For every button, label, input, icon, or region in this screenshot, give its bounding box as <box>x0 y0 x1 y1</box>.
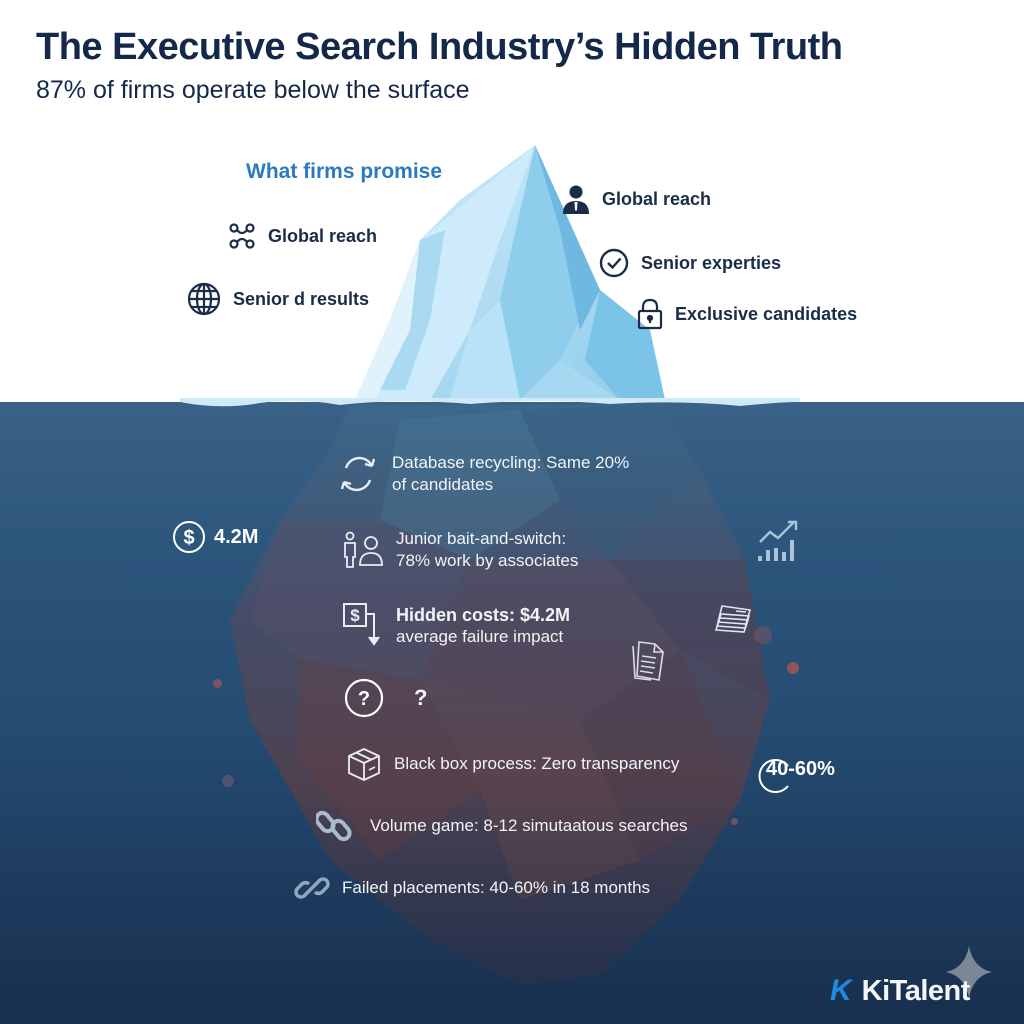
network-nodes-icon <box>229 223 255 249</box>
hidden-item-line2: average failure impact <box>396 627 564 646</box>
hidden-item-line1: ? <box>414 685 428 710</box>
promise-label: Global reach <box>268 225 378 246</box>
stat-failure-rate: 40-60% <box>758 758 835 793</box>
hidden-item-line2: 78% work by associates <box>396 551 579 570</box>
promise-heading: What firms promise <box>246 160 443 183</box>
hidden-item-line2: of candidates <box>392 475 494 494</box>
decor-bubble <box>754 626 772 644</box>
globe-icon <box>187 282 221 316</box>
hidden-item-unknown: ? ? <box>344 678 427 718</box>
people-swap-icon <box>344 531 383 568</box>
document-icon <box>632 641 664 681</box>
sparkle-star-icon <box>946 946 992 998</box>
circle-arc-icon <box>758 759 789 793</box>
check-circle-icon <box>599 248 629 278</box>
promise-label: Senior experties <box>641 252 782 273</box>
stat-value: 40-60% <box>766 758 835 780</box>
refresh-cycle-icon <box>340 456 376 492</box>
hidden-item-failed-placements: Failed placements: 40-60% in 18 months <box>294 870 650 906</box>
stacked-documents-icon <box>714 605 752 633</box>
page-title: The Executive Search Industry’s Hidden T… <box>36 26 843 68</box>
promise-item-senior-results: Senior d results <box>187 282 369 316</box>
question-circle-icon: ? <box>344 678 384 718</box>
svg-text:$: $ <box>350 606 360 625</box>
page-subtitle: 87% of firms operate below the surface <box>36 76 470 104</box>
hidden-item-database-recycling: Database recycling: Same 20% of candidat… <box>336 452 629 496</box>
link-icon <box>294 877 330 899</box>
decor-bubble <box>222 775 234 787</box>
hidden-item-junior-bait-switch: Junior bait-and-switch: 78% work by asso… <box>342 528 578 572</box>
dollar-down-arrow-icon: $ <box>343 603 380 646</box>
promise-item-global-reach-left: Global reach <box>228 222 377 250</box>
promise-label: Exclusive candidates <box>675 303 858 324</box>
stat-value: 4.2M <box>214 525 259 548</box>
svg-text:$: $ <box>183 527 194 549</box>
stat-cost-value: $ 4.2M <box>172 520 258 554</box>
chain-link-icon <box>316 810 352 842</box>
svg-text:?: ? <box>358 688 370 710</box>
padlock-icon <box>637 298 663 330</box>
brand-logo: K KiTalent <box>830 974 970 1008</box>
decor-bubble <box>731 818 738 825</box>
promise-label: Global reach <box>602 188 712 209</box>
hidden-item-line1: Junior bait-and-switch: <box>396 529 567 548</box>
hidden-item-volume-game: Volume game: 8-12 simutaatous searches <box>316 808 688 844</box>
promise-item-exclusive-candidates: Exclusive candidates <box>637 298 857 330</box>
hidden-item-line1: Hidden costs: $4.2M <box>396 605 571 625</box>
growth-chart-icon <box>758 520 798 561</box>
brand-mark: K <box>830 974 852 1007</box>
hidden-item-line1: Database recycling: Same 20% <box>392 453 630 472</box>
brand-name: KiTalent <box>861 974 971 1007</box>
dollar-circle-icon: $ <box>173 521 205 553</box>
hidden-item-line1: Volume game: 8-12 simutaatous searches <box>370 816 688 835</box>
decor-bubble <box>787 662 799 674</box>
hidden-item-black-box: Black box process: Zero transparency <box>346 746 679 782</box>
promise-label: Senior d results <box>233 288 370 309</box>
box-icon <box>348 748 380 781</box>
promise-item-global-reach-right: Global reach <box>562 184 711 214</box>
executive-person-icon <box>563 185 589 214</box>
decor-bubble <box>213 679 222 688</box>
hidden-item-line1: Failed placements: 40-60% in 18 months <box>342 878 651 897</box>
hidden-item-line1: Black box process: Zero transparency <box>394 754 680 773</box>
promise-item-senior-experties: Senior experties <box>599 248 781 278</box>
hidden-item-hidden-costs: $ Hidden costs: $4.2M average failure im… <box>342 602 570 650</box>
